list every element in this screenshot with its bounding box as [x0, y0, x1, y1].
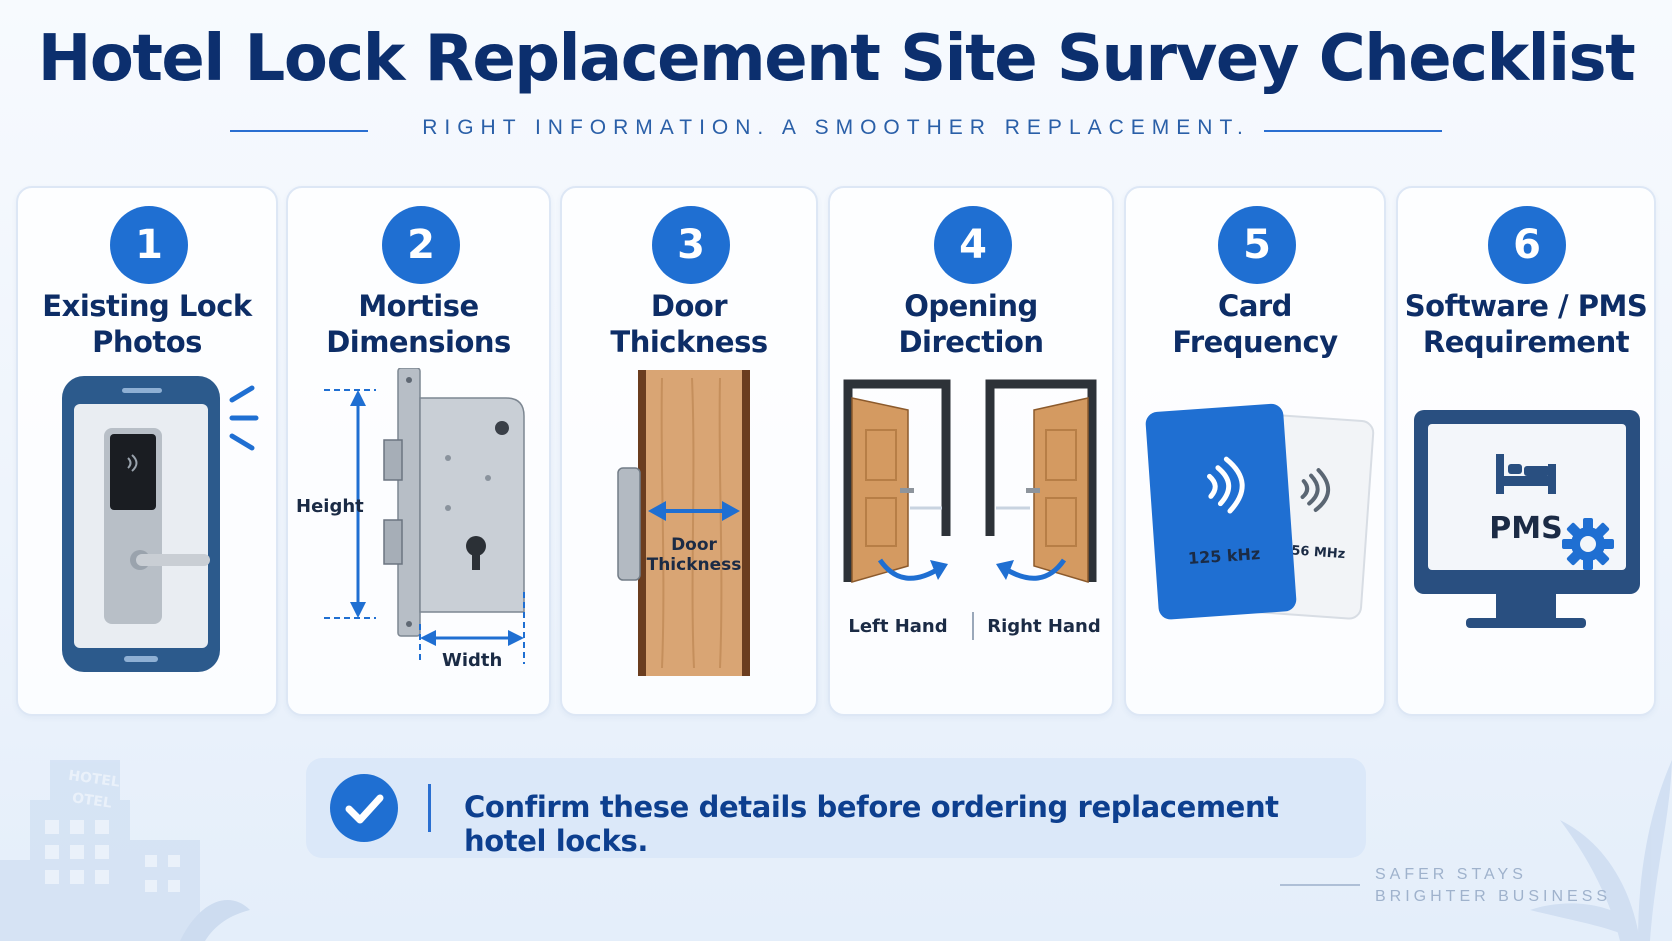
left-hand-label: Left Hand [848, 616, 947, 637]
brand-divider [1280, 884, 1360, 886]
step-title-line2: Thickness [610, 325, 768, 359]
rfid-card-icon: 13.56 MHz 125 kHz [1145, 403, 1375, 620]
step-card-card-frequency: 5 Card Frequency 13.56 MHz 125 kHz [1124, 186, 1386, 716]
subtitle-row: RIGHT INFORMATION. A SMOOTHER REPLACEMEN… [0, 116, 1672, 146]
step-card-existing-lock-photos: 1 Existing Lock Photos [16, 186, 278, 716]
phone-camera-icon [62, 376, 259, 672]
door-edge-icon: Door Thickness [617, 370, 750, 676]
brand-tagline: SAFER STAYS BRIGHTER BUSINESS [1375, 864, 1611, 908]
step-title-line1: Mortise [358, 289, 479, 323]
building-sign-bottom: OTEL [71, 790, 113, 811]
thickness-label-line1: Door [671, 535, 717, 555]
step-title: Mortise Dimensions [288, 288, 549, 360]
step-card-door-thickness: 3 Door Thickness Door Thickness [560, 186, 818, 716]
step-title-line2: Frequency [1172, 325, 1338, 359]
brand-line2: BRIGHTER BUSINESS [1375, 888, 1612, 905]
door-swing-icon: Left Hand Right Hand [843, 379, 1101, 640]
width-label: Width [442, 650, 502, 671]
banner-divider [428, 784, 431, 832]
step-title: Software / PMS Requirement [1398, 288, 1654, 360]
monitor-pms-icon: PMS [1414, 410, 1640, 628]
step-number-badge: 3 [652, 206, 730, 284]
banner-text: Confirm these details before ordering re… [464, 790, 1279, 858]
mortise-lock-icon: Height Width [296, 368, 525, 671]
step-number-badge: 4 [934, 206, 1012, 284]
step-number-badge: 2 [382, 206, 460, 284]
step-title-line1: Existing Lock [42, 289, 252, 323]
step-title: Existing Lock Photos [18, 288, 276, 360]
subtitle-line-right [1264, 130, 1442, 132]
step-number-badge: 6 [1488, 206, 1566, 284]
confirm-banner: Confirm these details before ordering re… [306, 758, 1366, 858]
card-125-label: 125 kHz [1187, 544, 1260, 568]
brand-line1: SAFER STAYS [1375, 866, 1527, 883]
pms-screen-label: PMS [1489, 511, 1562, 546]
thickness-label-line2: Thickness [647, 555, 742, 575]
step-title-line1: Software / PMS [1404, 289, 1648, 323]
step-card-opening-direction: 4 Opening Direction Left Hand Right Hand [828, 186, 1114, 716]
step-title-line1: Opening [904, 289, 1038, 323]
step-title-line2: Photos [92, 325, 202, 359]
step-number-badge: 5 [1218, 206, 1296, 284]
step-title: Opening Direction [830, 288, 1112, 360]
step-card-mortise-dimensions: 2 Mortise Dimensions Height Width [286, 186, 551, 716]
height-label: Height [296, 496, 364, 517]
step-title: Card Frequency [1126, 288, 1384, 360]
step-title-line1: Door [650, 289, 728, 323]
subtitle-line-left [230, 130, 368, 132]
step-number-badge: 1 [110, 206, 188, 284]
step-title-line1: Card [1218, 289, 1292, 323]
step-title-line2: Requirement [1422, 325, 1630, 359]
check-circle-icon [330, 774, 398, 842]
building-sign-top: HOTEL [67, 768, 120, 791]
page-subtitle: RIGHT INFORMATION. A SMOOTHER REPLACEMEN… [422, 116, 1250, 139]
right-hand-label: Right Hand [987, 616, 1101, 637]
step-title-line2: Dimensions [326, 325, 511, 359]
step-title-line2: Direction [898, 325, 1044, 359]
page-title: Hotel Lock Replacement Site Survey Check… [37, 22, 1636, 96]
step-title: Door Thickness [562, 288, 816, 360]
plant-decoration [1530, 760, 1672, 941]
hotel-building-decoration: HOTEL OTEL [0, 760, 250, 941]
step-card-software-pms: 6 Software / PMS Requirement PMS [1396, 186, 1656, 716]
